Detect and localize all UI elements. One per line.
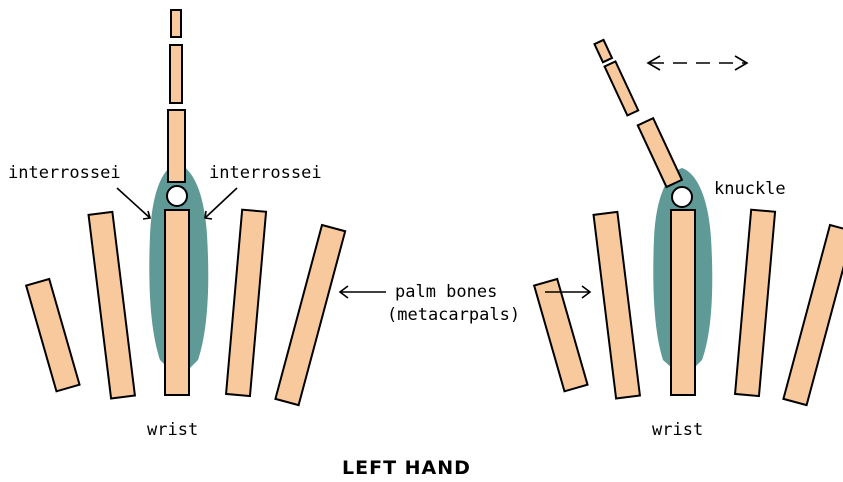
metacarpal-3-right bbox=[735, 210, 775, 396]
palm-bones-label: palm bones bbox=[395, 282, 497, 302]
fingertip-bone-right bbox=[594, 40, 612, 62]
metacarpal-1-right bbox=[534, 279, 587, 391]
proximal-finger-bone-right bbox=[638, 118, 682, 187]
metacarpal-center-left bbox=[165, 210, 189, 395]
interrossei-arrow-left bbox=[117, 188, 150, 218]
proximal-finger-bone-left bbox=[168, 110, 185, 182]
knuckle-joint-left bbox=[167, 186, 187, 206]
middle-finger-bone-left bbox=[170, 45, 182, 103]
knuckle-joint-right bbox=[672, 187, 692, 207]
fingertip-bone-left bbox=[171, 10, 181, 37]
metacarpal-2-left bbox=[89, 212, 135, 399]
wrist-label-left: wrist bbox=[147, 420, 198, 440]
metacarpal-3-left bbox=[226, 210, 266, 396]
wrist-label-right: wrist bbox=[652, 420, 703, 440]
metacarpal-4-left bbox=[275, 225, 345, 405]
diagram-title: LEFT HAND bbox=[342, 457, 471, 479]
right-figure-bent-finger: knuckle wrist bbox=[534, 40, 843, 440]
movement-arrowhead-right bbox=[735, 56, 747, 70]
metacarpal-4-right bbox=[783, 225, 843, 405]
metacarpals-label: (metacarpals) bbox=[387, 305, 520, 325]
middle-finger-bone-right bbox=[605, 61, 639, 115]
interrossei-label-right: interrossei bbox=[209, 163, 322, 183]
left-figure-straight-finger: interrossei interrossei wrist bbox=[8, 10, 345, 440]
knuckle-label: knuckle bbox=[714, 179, 786, 199]
metacarpal-center-right bbox=[671, 210, 695, 395]
interrossei-arrow-right bbox=[205, 188, 237, 218]
metacarpal-1-left bbox=[26, 279, 79, 391]
interrossei-label-left: interrossei bbox=[8, 163, 121, 183]
metacarpal-2-right bbox=[594, 212, 640, 399]
